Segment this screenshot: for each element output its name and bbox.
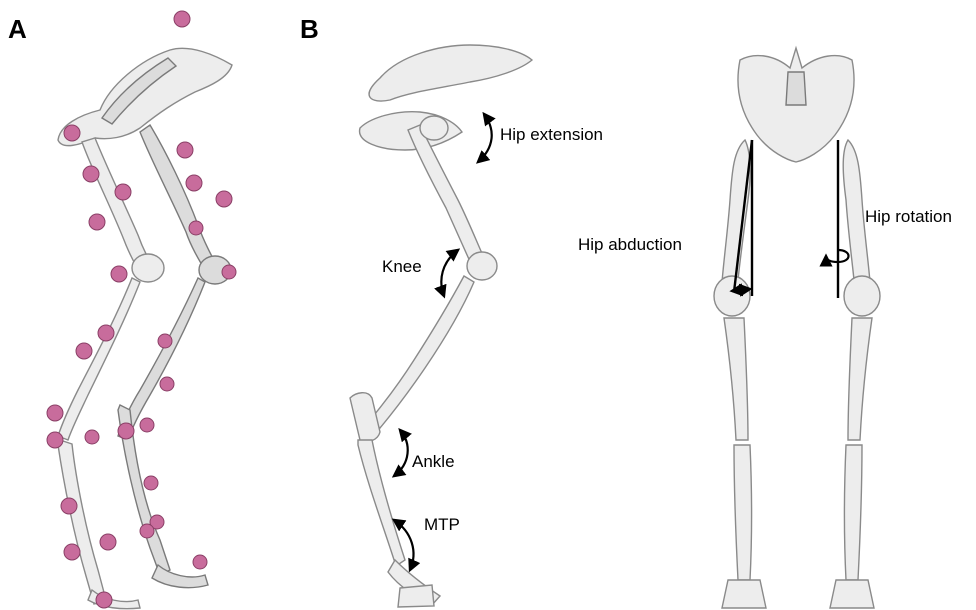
marker-3 <box>177 142 193 158</box>
marker-22 <box>61 498 77 514</box>
panel-b: B Hip extension Knee Ankle MTP <box>300 14 603 607</box>
hip-extension-arrow <box>478 114 492 162</box>
marker-15 <box>160 377 174 391</box>
marker-27 <box>193 555 207 569</box>
marker-6 <box>115 184 131 200</box>
front-view: Hip abduction Hip rotation <box>578 48 952 608</box>
label-mtp: MTP <box>424 515 460 534</box>
marker-8 <box>89 214 105 230</box>
marker-17 <box>47 432 63 448</box>
metatarsal-side <box>358 440 405 566</box>
tibia-right <box>848 318 872 440</box>
label-hip-abduction: Hip abduction <box>578 235 682 254</box>
marker-14 <box>158 334 172 348</box>
marker-7 <box>216 191 232 207</box>
tarsus-side <box>350 393 380 442</box>
marker-21 <box>144 476 158 490</box>
marker-16 <box>47 405 63 421</box>
label-ankle: Ankle <box>412 452 455 471</box>
metatarsal-right <box>845 445 863 580</box>
foot-left <box>722 580 766 608</box>
spine-front <box>786 72 806 105</box>
marker-1 <box>174 11 190 27</box>
panel-a: A <box>8 11 236 609</box>
marker-10 <box>111 266 127 282</box>
label-hip-rotation: Hip rotation <box>865 207 952 226</box>
foot-block-side <box>398 585 434 607</box>
tibia-left <box>724 318 748 440</box>
femur-side <box>408 125 484 266</box>
marker-20 <box>140 418 154 432</box>
knee-front <box>132 254 164 282</box>
ankle-arrow <box>394 430 408 476</box>
marker-9 <box>189 221 203 235</box>
knee-arrow <box>441 250 458 296</box>
knee-left <box>714 276 750 316</box>
marker-13 <box>76 343 92 359</box>
femoral-head <box>420 116 448 140</box>
marker-4 <box>83 166 99 182</box>
marker-19 <box>118 423 134 439</box>
label-hip-extension: Hip extension <box>500 125 603 144</box>
tibia-side <box>370 276 474 428</box>
knee-right <box>844 276 880 316</box>
front-annotations: Hip abduction Hip rotation <box>578 140 952 298</box>
marker-24 <box>140 524 154 538</box>
marker-26 <box>64 544 80 560</box>
marker-11 <box>222 265 236 279</box>
femur-left <box>722 140 750 282</box>
knee-side <box>467 252 497 280</box>
metatarsal-front <box>58 440 106 604</box>
panel-a-letter: A <box>8 14 27 44</box>
marker-5 <box>186 175 202 191</box>
foot-right <box>830 580 874 608</box>
panel-b-letter: B <box>300 14 319 44</box>
marker-12 <box>98 325 114 341</box>
metatarsal-left <box>734 445 752 580</box>
marker-25 <box>100 534 116 550</box>
pelvis-side <box>369 45 532 101</box>
marker-28 <box>96 592 112 608</box>
marker-2 <box>64 125 80 141</box>
marker-18 <box>85 430 99 444</box>
label-knee: Knee <box>382 257 422 276</box>
front-view-skeleton <box>714 48 880 608</box>
joint-annotations: Hip extension Knee Ankle MTP <box>382 114 603 570</box>
